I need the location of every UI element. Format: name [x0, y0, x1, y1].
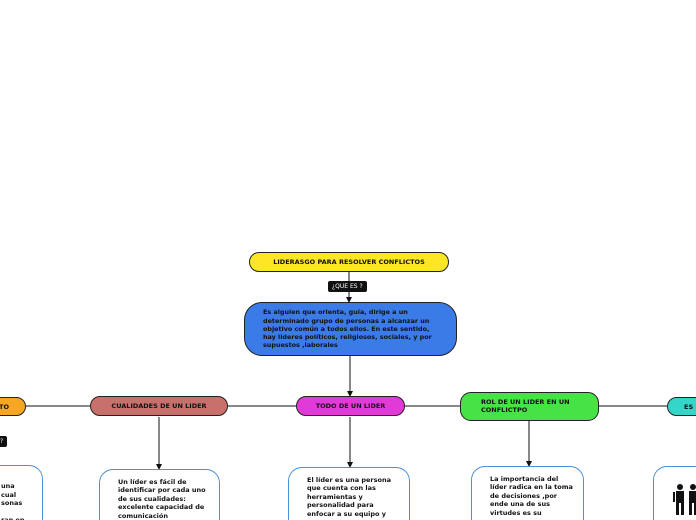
right-cut-card[interactable] — [653, 466, 696, 520]
cualidades-card-text: Un líder es fácil de identificar por cad… — [118, 478, 206, 520]
root-label: LIDERASGO PARA RESOLVER CONFLICTOS — [273, 258, 425, 266]
rol-card[interactable]: La importancia del líder radica en la to… — [471, 466, 584, 520]
todo-node[interactable]: TODO DE UN LIDER — [296, 396, 405, 416]
question-tag: ¿QUE ES ? — [328, 281, 367, 292]
left-cut-card[interactable]: una cual sonas ran en — [0, 465, 43, 520]
todo-label: TODO DE UN LIDER — [315, 402, 386, 410]
rol-node[interactable]: ROL DE UN LIDER EN UN CONFLICTPO — [460, 392, 599, 421]
root-node[interactable]: LIDERASGO PARA RESOLVER CONFLICTOS — [249, 252, 449, 272]
cualidades-node[interactable]: CUALIDADES DE UN LIDER — [90, 396, 228, 416]
todo-card[interactable]: El líder es una persona que cuenta con l… — [288, 467, 410, 520]
cualidades-label: CUALIDADES DE UN LIDER — [111, 402, 207, 410]
left-tag-label: ? — [0, 438, 4, 445]
cualidades-card[interactable]: Un líder es fácil de identificar por cad… — [99, 469, 220, 520]
rol-label: ROL DE UN LIDER EN UN CONFLICTPO — [481, 397, 570, 414]
left-tag: ? — [0, 436, 8, 447]
left-cut-card-text: una cual sonas ran en — [1, 482, 25, 520]
rol-card-text: La importancia del líder radica en la to… — [490, 475, 573, 517]
left-cut-label: TO — [0, 402, 9, 411]
right-cut-label: ES — [684, 402, 694, 411]
left-cut-node[interactable]: TO — [0, 397, 26, 416]
todo-card-text: El líder es una persona que cuenta con l… — [307, 476, 391, 520]
definition-node[interactable]: Es alguien que orienta, guía, dirige a u… — [244, 302, 457, 356]
question-tag-label: ¿QUE ES ? — [332, 283, 363, 290]
right-cut-node[interactable]: ES — [667, 397, 696, 416]
definition-text: Es alguien que orienta, guía, dirige a u… — [263, 308, 432, 350]
people-icon — [673, 484, 696, 515]
